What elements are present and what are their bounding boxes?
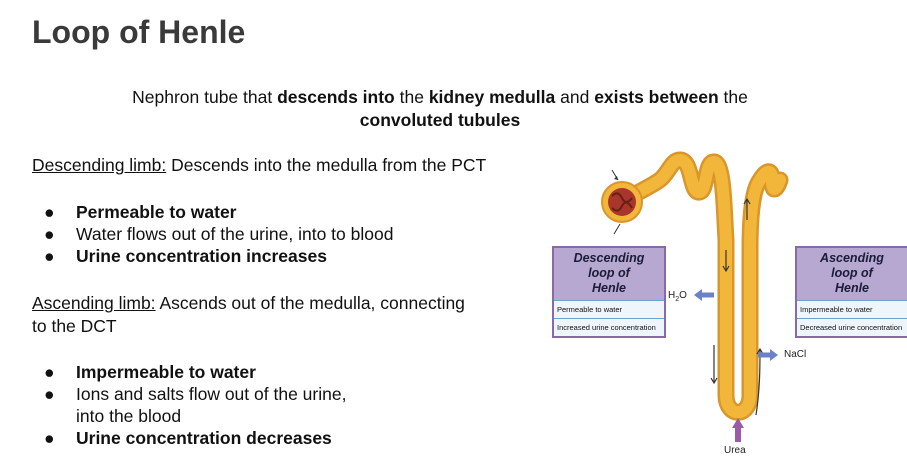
intro-text: Nephron tube that [132,87,278,107]
list-item: ● Urine concentration decreases [32,427,346,449]
nephron-diagram [601,151,789,442]
efferent-arrow-icon [613,223,621,235]
arrow-head-icon [694,289,702,301]
intro-bold-descends: descends into [277,87,395,107]
list-item: ● Water flows out of the urine, into to b… [32,223,393,245]
descending-bullet-list: ● Permeable to water ● Water flows out of … [32,201,393,267]
bullet-text: Permeable to water [76,202,237,222]
arrow-head-icon [770,349,778,361]
ascending-bullet-list: ● Impermeable to water ● Ions and salts fl… [32,361,346,449]
intro-text: and [555,87,595,107]
ascending-text-cont: to the DCT [32,316,117,336]
bullet-icon: ● [44,428,55,448]
arrow-head-icon [614,176,618,180]
arrow-head-icon [756,347,764,355]
intro-text: the [718,87,748,107]
bullet-text: Urine concentration increases [76,246,327,266]
ascending-loop-row: Impermeable to water [797,300,907,318]
intro-paragraph: Nephron tube that descends into the kidn… [60,86,820,132]
arrow-head-icon [732,418,744,428]
bullet-icon: ● [44,362,55,382]
glomerulus-icon [601,181,643,223]
bullet-text: Urine concentration decreases [76,428,332,448]
bullet-text: Impermeable to water [76,362,256,382]
intro-text: the [394,87,429,107]
ascending-loop-row: Decreased urine concentration [797,318,907,336]
list-item: into the blood [32,405,346,427]
descending-loop-row: Increased urine concentration [554,318,664,336]
list-item: ● Impermeable to water [32,361,346,383]
bullet-text: Water flows out of the urine, into to bl… [76,224,394,244]
bullet-text: into the blood [76,406,182,426]
list-item: ● Permeable to water [32,201,393,223]
list-item: ● Urine concentration increases [32,245,393,267]
arrow-head-icon [743,197,751,205]
descending-loop-row: Permeable to water [554,300,664,318]
intro-bold-exists: exists between [594,87,719,107]
intro-bold-medulla: kidney medulla [428,87,556,107]
urea-label: Urea [724,445,746,456]
bullet-icon: ● [44,246,55,266]
page-title: Loop of Henle [32,14,246,50]
h2o-label: H2O [668,290,687,303]
descending-text: Descends into the medulla from the PCT [166,155,487,175]
arrow-head-icon [722,265,730,273]
ascending-text: Ascends out of the medulla, connecting [155,293,465,313]
arrow-head-icon [710,377,718,385]
bullet-icon: ● [44,202,55,222]
intro-bold-tubules: convoluted tubules [359,110,521,130]
bullet-text: Ions and salts flow out of the urine, [76,384,347,404]
bullet-icon: ● [44,224,55,244]
ascending-heading-line: Ascending limb: Ascends out of the medul… [32,292,465,338]
bullet-icon: ● [44,384,55,404]
list-item: ● Ions and salts flow out of the urine, [32,383,346,405]
ascending-heading: Ascending limb: [32,293,156,313]
descending-heading: Descending limb: [32,155,167,175]
nacl-label: NaCl [784,349,807,360]
descending-heading-line: Descending limb: Descends into the medul… [32,154,486,177]
